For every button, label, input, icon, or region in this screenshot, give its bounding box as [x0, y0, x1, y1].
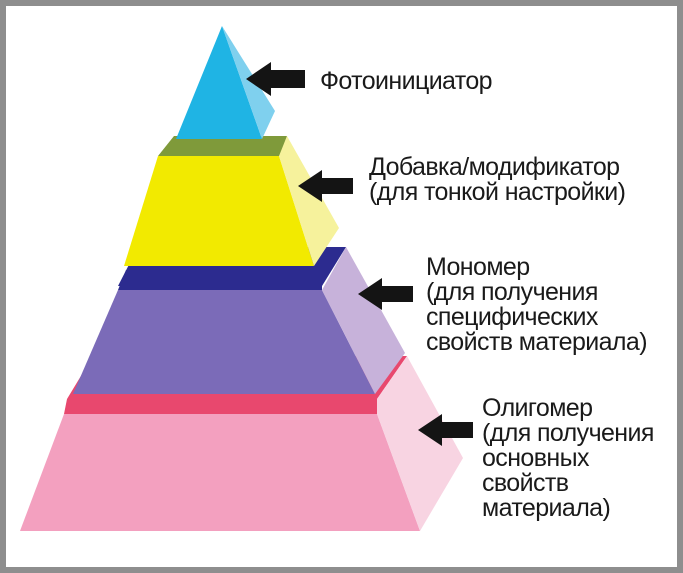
- label-line: (для тонкой настройки): [369, 178, 626, 206]
- tier-monomer: [73, 247, 405, 394]
- label-monomer: Мономер (для получения специфических сво…: [426, 253, 648, 356]
- oligomer-band-edge: [64, 399, 377, 414]
- oligomer-side-face: [377, 356, 463, 531]
- label-line: специфических: [426, 303, 598, 331]
- label-line: Добавка/модификатор: [369, 153, 620, 181]
- label-line: (для получения: [482, 419, 654, 447]
- label-line: Мономер: [426, 253, 530, 281]
- tier-additive: [124, 136, 339, 266]
- label-line: материала): [482, 494, 611, 522]
- additive-side-face: [279, 136, 339, 266]
- label-line: свойств материала): [426, 328, 648, 356]
- label-line: Фотоинициатор: [320, 67, 493, 95]
- arrow-photoinitiator: [246, 62, 305, 96]
- label-line: свойств: [482, 469, 569, 497]
- label-line: Олигомер: [482, 394, 593, 422]
- arrow-monomer: [358, 278, 413, 310]
- photoinitiator-side-face: [222, 26, 275, 139]
- additive-top-band: [158, 136, 287, 156]
- oligomer-front-face: [20, 414, 420, 531]
- arrow-additive: [298, 170, 353, 202]
- monomer-side-face: [322, 247, 405, 394]
- label-photoinitiator: Фотоинициатор: [320, 67, 493, 95]
- label-oligomer: Олигомер (для получения основных свойств…: [482, 396, 654, 521]
- label-line: (для получения: [426, 278, 598, 306]
- label-line: основных: [482, 444, 589, 472]
- arrow-oligomer: [418, 414, 473, 446]
- tier-photoinitiator: [176, 26, 275, 139]
- label-additive: Добавка/модификатор (для тонкой настройк…: [369, 153, 626, 206]
- photoinitiator-front-face: [176, 26, 262, 139]
- additive-front-face: [124, 156, 314, 266]
- monomer-front-face: [73, 290, 375, 394]
- monomer-band-edge: [118, 270, 322, 290]
